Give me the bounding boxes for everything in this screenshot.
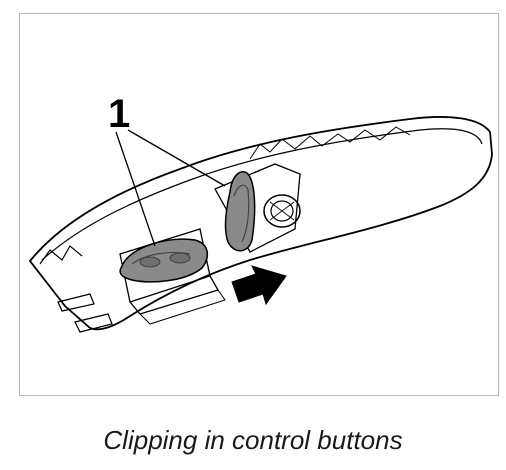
round-knob	[263, 194, 301, 228]
callout-number: 1	[108, 92, 131, 136]
arrow-icon	[231, 265, 287, 306]
illustration	[28, 116, 493, 333]
figure-frame: 1	[19, 13, 499, 396]
callout-line-left	[115, 131, 156, 247]
figure-caption: Clipping in control buttons	[103, 425, 403, 455]
callout-line-right	[127, 129, 226, 187]
control-button-right	[224, 171, 256, 252]
control-button-left	[119, 238, 209, 283]
panel-housing	[28, 116, 493, 331]
